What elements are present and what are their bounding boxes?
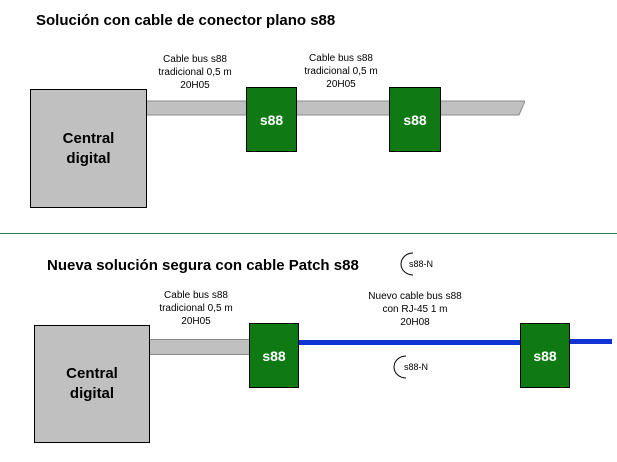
s88-module: s88 bbox=[520, 323, 570, 388]
central-digital-label-line1: Central bbox=[66, 365, 118, 382]
top-section-title: Solución con cable de conector plano s88 bbox=[36, 12, 336, 29]
central-digital-box: Central digital bbox=[30, 89, 147, 208]
patch-cable-rj45 bbox=[297, 340, 521, 345]
cable-label-line: con RJ-45 1 m bbox=[382, 304, 448, 315]
s88-n-logo-text: s88-N bbox=[408, 259, 433, 269]
central-digital-label-line2: digital bbox=[69, 385, 115, 402]
s88-module-label: s88 bbox=[259, 111, 284, 128]
cable-label-line: tradicional 0,5 m bbox=[158, 67, 232, 78]
cable-label-line: Cable bus s88 bbox=[309, 53, 373, 64]
section-divider bbox=[0, 233, 617, 234]
patch-cable-rj45 bbox=[568, 339, 612, 344]
bottom-section-title: Nueva solución segura con cable Patch s8… bbox=[47, 257, 359, 274]
cable-label: Cable bus s88 tradicional 0,5 m 20H05 bbox=[151, 289, 241, 328]
cable-label-line: Cable bus s88 bbox=[163, 54, 227, 65]
central-digital-label-line1: Central bbox=[62, 129, 115, 147]
s88-module: s88 bbox=[246, 87, 297, 152]
central-digital-box: Central digital bbox=[34, 325, 150, 443]
cable-label: Cable bus s88 tradicional 0,5 m 20H05 bbox=[150, 53, 240, 92]
s88-module-label: s88 bbox=[533, 347, 557, 364]
cable-label-line: Nuevo cable bus s88 bbox=[368, 291, 462, 302]
cable-label-line: 20H08 bbox=[400, 317, 430, 328]
cable-label-line: tradicional 0,5 m bbox=[304, 66, 378, 77]
cable-label-line: tradicional 0,5 m bbox=[159, 303, 233, 314]
cable-label-line: 20H05 bbox=[326, 79, 356, 90]
s88-n-logo-icon: s88-N bbox=[392, 354, 430, 380]
cable-label: Cable bus s88 tradicional 0,5 m 20H05 bbox=[296, 52, 386, 91]
cable-label-line: 20H05 bbox=[181, 316, 211, 327]
s88-module-label: s88 bbox=[262, 347, 286, 364]
flat-ribbon-cable bbox=[145, 100, 525, 116]
s88-module-label: s88 bbox=[403, 111, 427, 128]
central-digital-label-line2: digital bbox=[66, 149, 111, 167]
cable-label-line: Cable bus s88 bbox=[164, 290, 228, 301]
cable-label-line: 20H05 bbox=[180, 80, 210, 91]
s88-n-logo-icon: s88-N bbox=[399, 251, 433, 277]
cable-label: Nuevo cable bus s88 con RJ-45 1 m 20H08 bbox=[355, 290, 475, 329]
s88-module: s88 bbox=[249, 323, 299, 388]
s88-n-logo-text: s88-N bbox=[403, 362, 428, 372]
s88-module: s88 bbox=[389, 87, 441, 152]
traditional-s88-cable bbox=[148, 339, 250, 355]
